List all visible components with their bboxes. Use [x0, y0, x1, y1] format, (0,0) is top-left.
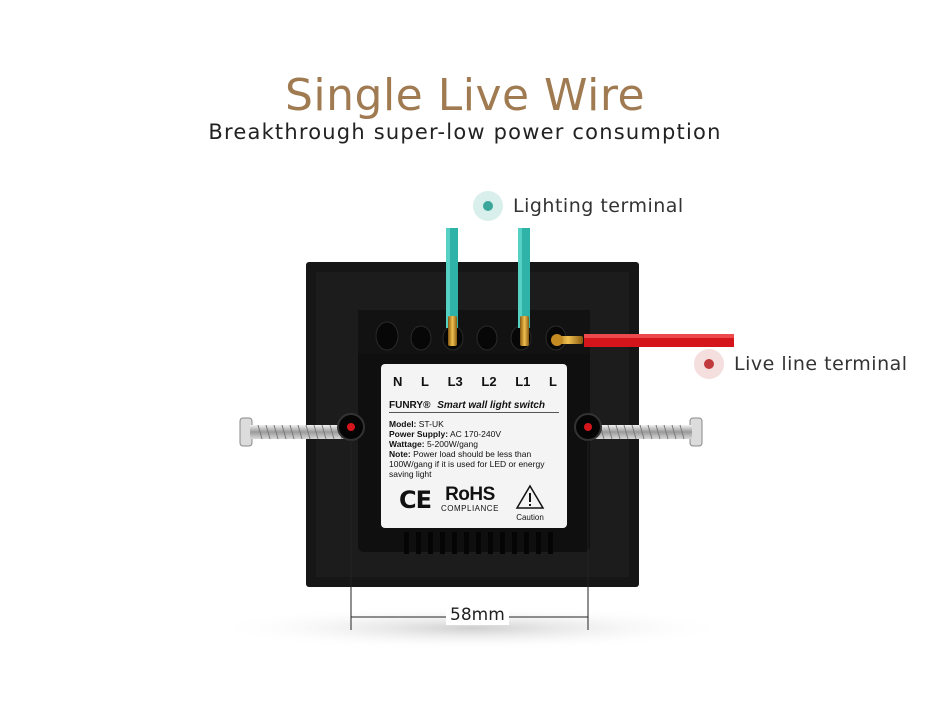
live-terminal-callout: Live line terminal — [694, 349, 908, 379]
terminal-n: N — [393, 374, 403, 389]
live-terminal-label: Live line terminal — [734, 353, 908, 375]
product-name: Smart wall light switch — [437, 400, 546, 411]
brass-screw-l1 — [520, 316, 529, 346]
warning-triangle-icon — [515, 484, 545, 509]
terminal-labels: N L L3 L2 L1 L — [393, 374, 557, 389]
terminal-l-live: L — [548, 374, 557, 389]
spec-wattage: Wattage: 5-200W/gang — [389, 439, 478, 449]
floor-shadow — [212, 606, 732, 650]
terminal-l1: L1 — [515, 374, 531, 389]
teal-dot-icon — [473, 191, 503, 221]
ce-mark: CE — [399, 486, 432, 514]
product-label: N L L3 L2 L1 L FUNRY® Smart wall light s… — [381, 364, 567, 528]
terminal-l3: L3 — [447, 374, 463, 389]
caution-mark: Caution — [513, 484, 547, 522]
vent-slots — [404, 532, 553, 554]
brass-screw-l3 — [448, 316, 457, 346]
dimension-label: 58mm — [446, 605, 509, 625]
spec-power-supply: Power Supply: AC 170-240V — [389, 429, 501, 439]
lighting-terminal-callout: Lighting terminal — [473, 191, 684, 221]
rohs-mark: RoHS COMPLIANCE — [441, 484, 499, 513]
page-subtitle: Breakthrough super-low power consumption — [208, 120, 722, 144]
spec-note: Note: Power load should be less than 100… — [389, 449, 545, 479]
terminal-l: L — [421, 374, 429, 389]
red-dot-icon — [694, 349, 724, 379]
page-title: Single Live Wire — [284, 70, 646, 121]
brand-name: FUNRY® — [389, 400, 431, 411]
brand-row: FUNRY® Smart wall light switch — [389, 400, 559, 413]
left-mount-screw — [239, 417, 350, 447]
spec-model: Model: ST-UK — [389, 419, 444, 429]
terminal-l2: L2 — [481, 374, 497, 389]
lighting-terminal-label: Lighting terminal — [513, 195, 684, 217]
right-mount-screw — [592, 417, 703, 447]
